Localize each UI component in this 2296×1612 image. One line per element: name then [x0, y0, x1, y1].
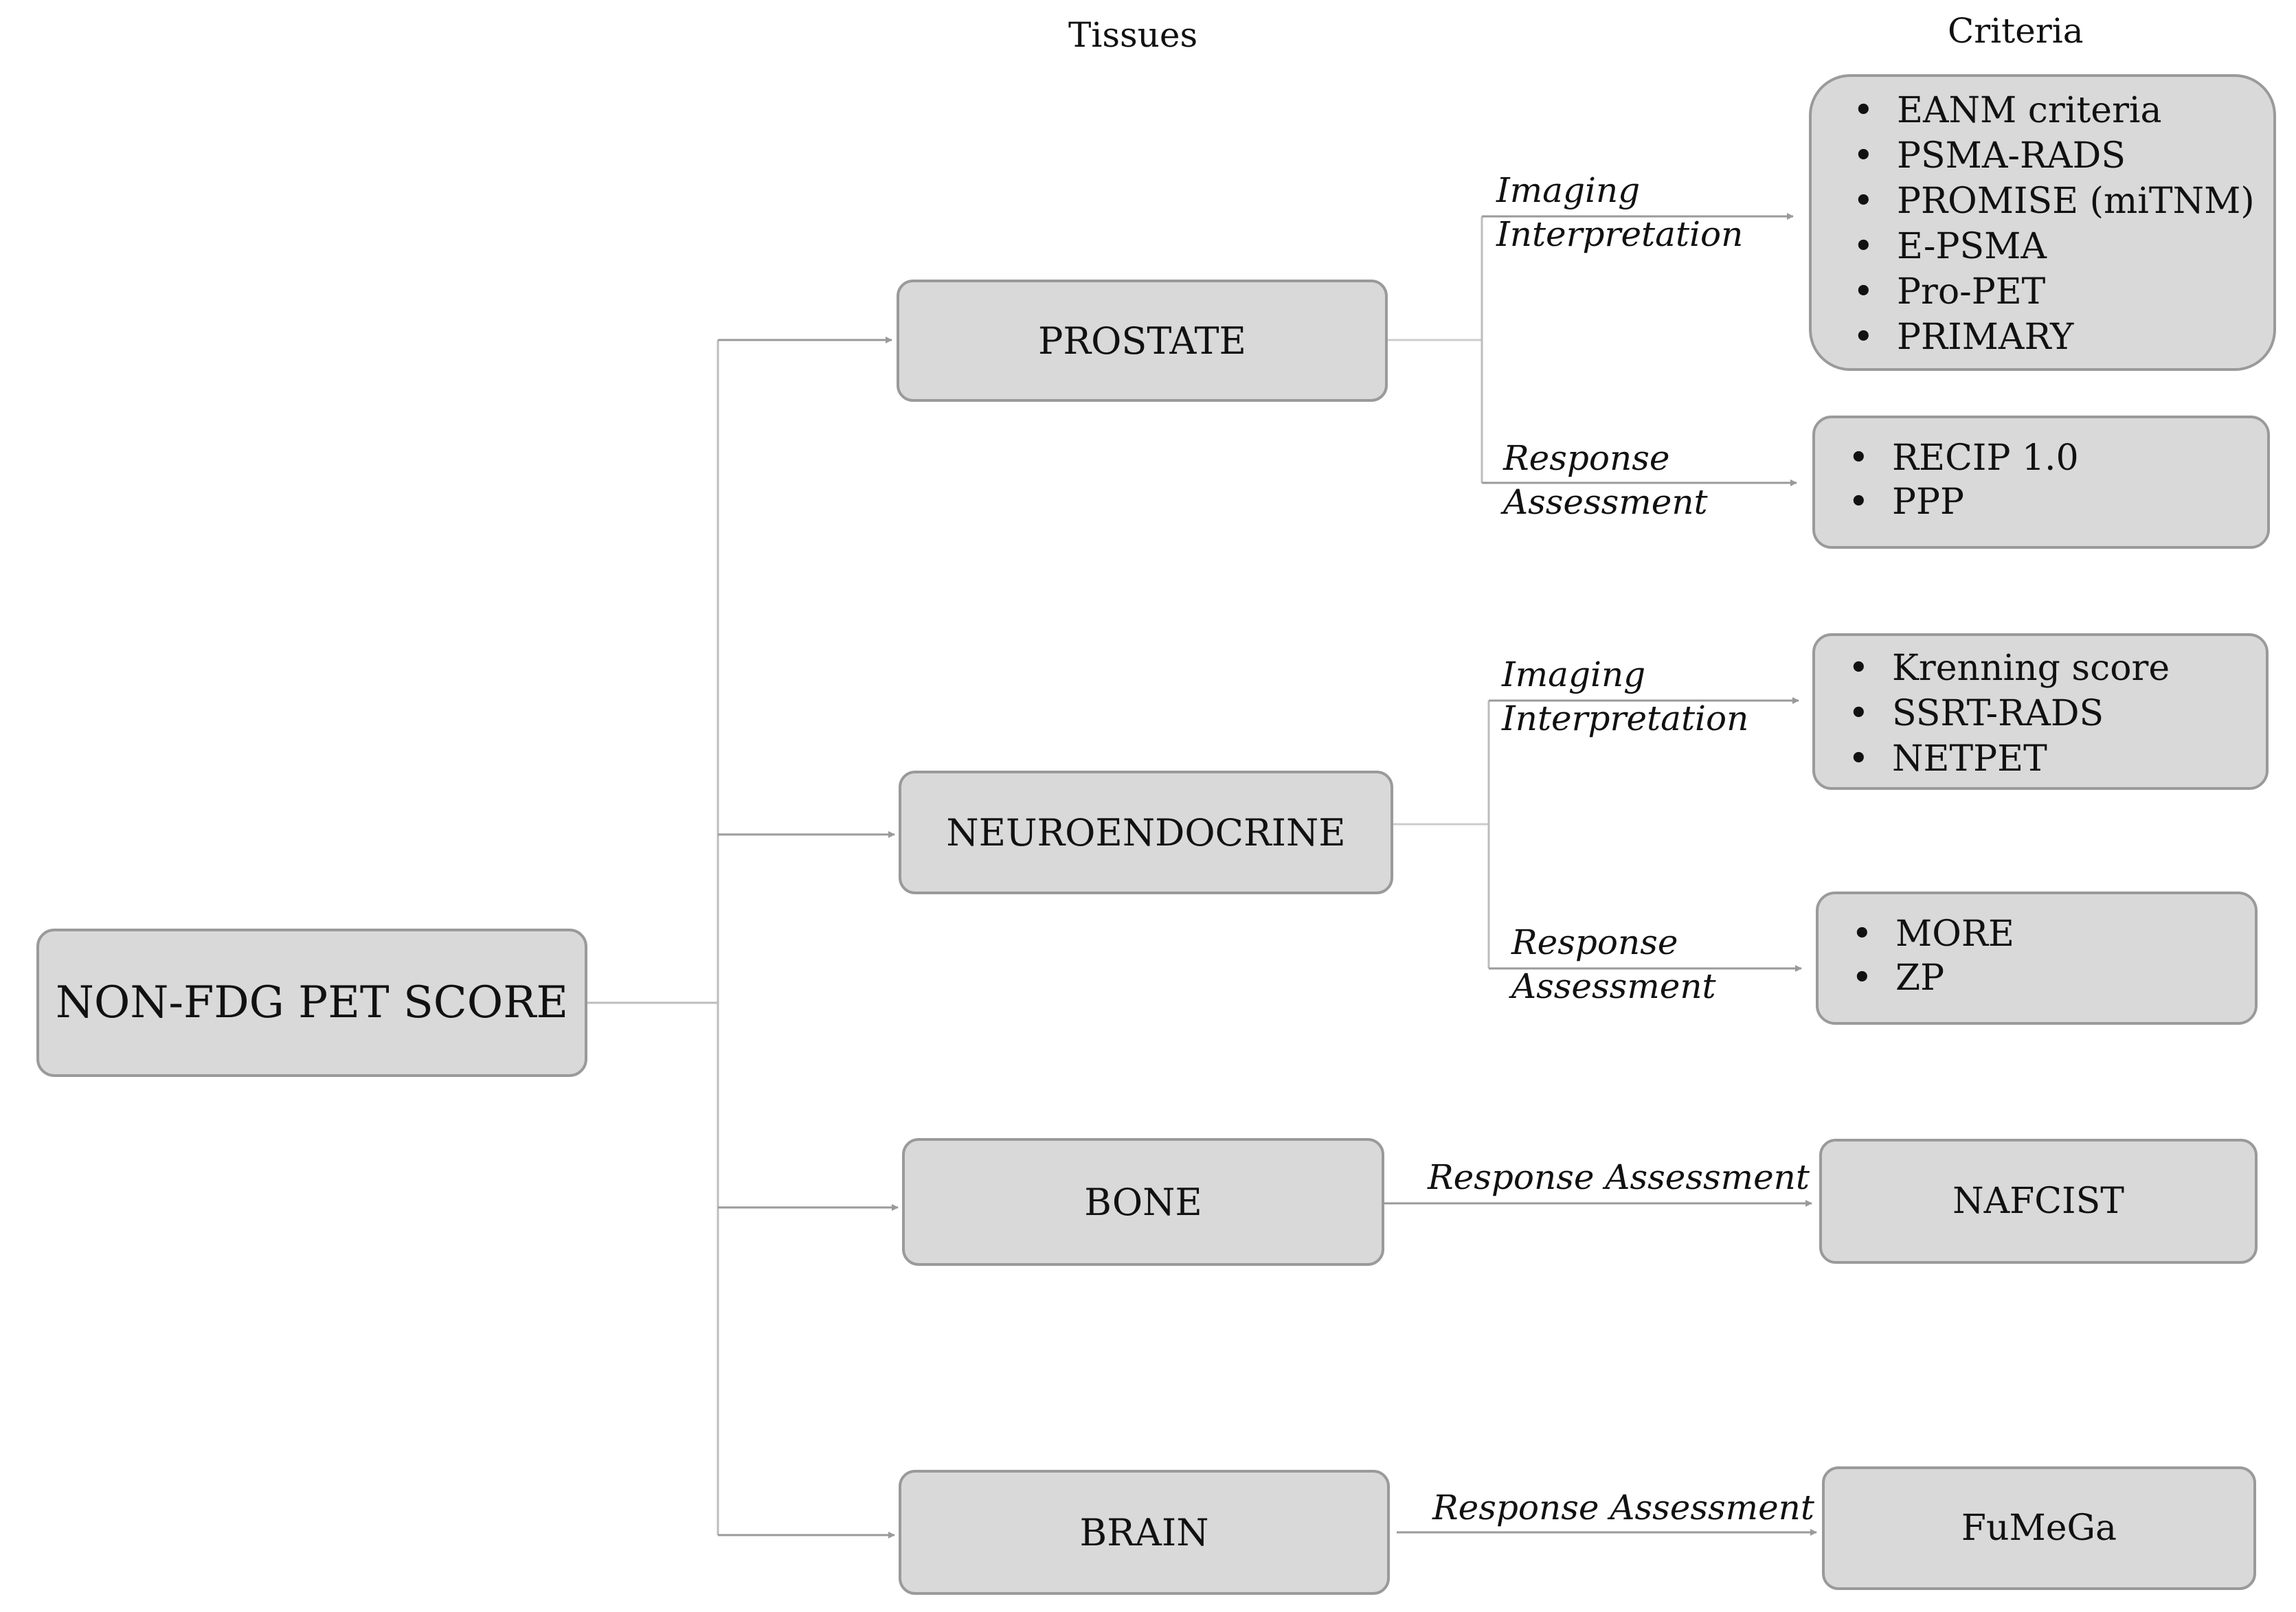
- criteria-item: PROMISE (miTNM): [1847, 179, 2255, 224]
- label-neuro-imaging: Imaging Interpretation: [1502, 652, 1748, 740]
- criteria-item: RECIP 1.0: [1843, 436, 2079, 480]
- label-line: Imaging: [1496, 170, 1641, 210]
- criteria-box-prostate-response: RECIP 1.0 PPP: [1812, 416, 2270, 549]
- tissue-label-brain: BRAIN: [1079, 1510, 1209, 1554]
- root-label: NON-FDG PET SCORE: [55, 977, 569, 1028]
- criteria-box-prostate-imaging: EANM criteria PSMA-RADS PROMISE (miTNM) …: [1809, 74, 2276, 371]
- label-line: Interpretation: [1502, 699, 1749, 738]
- criteria-box-neuro-imaging: Krenning score SSRT-RADS NETPET: [1812, 633, 2269, 790]
- tissue-box-brain: BRAIN: [899, 1470, 1390, 1595]
- label-line: Response: [1511, 922, 1678, 962]
- header-criteria: Criteria: [1948, 11, 2084, 51]
- criteria-label-brain: FuMeGa: [1961, 1508, 2117, 1549]
- criteria-item: E-PSMA: [1847, 224, 2255, 269]
- tissue-label-prostate: PROSTATE: [1038, 319, 1246, 363]
- criteria-item: ZP: [1846, 956, 2014, 1000]
- label-line: Response: [1503, 438, 1670, 478]
- label-line: Assessment: [1503, 482, 1708, 522]
- tissue-label-bone: BONE: [1084, 1180, 1202, 1224]
- criteria-box-neuro-response: MORE ZP: [1816, 892, 2258, 1025]
- criteria-box-bone: NAFCIST: [1819, 1139, 2258, 1264]
- label-neuro-response: Response Assessment: [1511, 920, 1716, 1008]
- criteria-item: PPP: [1843, 480, 2079, 524]
- criteria-list: RECIP 1.0 PPP: [1843, 436, 2079, 524]
- criteria-item: SSRT-RADS: [1843, 691, 2170, 736]
- criteria-item: EANM criteria: [1847, 88, 2255, 133]
- criteria-item: NETPET: [1843, 736, 2170, 782]
- root-box: NON-FDG PET SCORE: [36, 929, 587, 1077]
- label-line: Interpretation: [1496, 214, 1744, 254]
- label-brain-response: Response Assessment: [1432, 1488, 1814, 1528]
- criteria-item: PRIMARY: [1847, 315, 2255, 360]
- label-prostate-response: Response Assessment: [1503, 436, 1708, 524]
- criteria-box-brain: FuMeGa: [1822, 1466, 2256, 1590]
- header-tissues: Tissues: [1068, 15, 1198, 55]
- criteria-item: MORE: [1846, 912, 2014, 956]
- criteria-list: EANM criteria PSMA-RADS PROMISE (miTNM) …: [1847, 88, 2255, 360]
- tissue-box-prostate: PROSTATE: [897, 280, 1388, 402]
- label-bone-response: Response Assessment: [1428, 1157, 1810, 1197]
- criteria-item: PSMA-RADS: [1847, 133, 2255, 179]
- label-prostate-imaging: Imaging Interpretation: [1496, 168, 1743, 256]
- criteria-item: Krenning score: [1843, 646, 2170, 691]
- criteria-item: Pro-PET: [1847, 269, 2255, 315]
- criteria-list: MORE ZP: [1846, 912, 2014, 1000]
- criteria-list: Krenning score SSRT-RADS NETPET: [1843, 646, 2170, 782]
- criteria-label-bone: NAFCIST: [1952, 1181, 2124, 1222]
- tissue-label-neuroendocrine: NEUROENDOCRINE: [946, 810, 1346, 854]
- tissue-box-bone: BONE: [902, 1138, 1384, 1266]
- label-line: Assessment: [1511, 966, 1716, 1006]
- label-line: Imaging: [1502, 655, 1646, 694]
- tissue-box-neuroendocrine: NEUROENDOCRINE: [899, 771, 1393, 894]
